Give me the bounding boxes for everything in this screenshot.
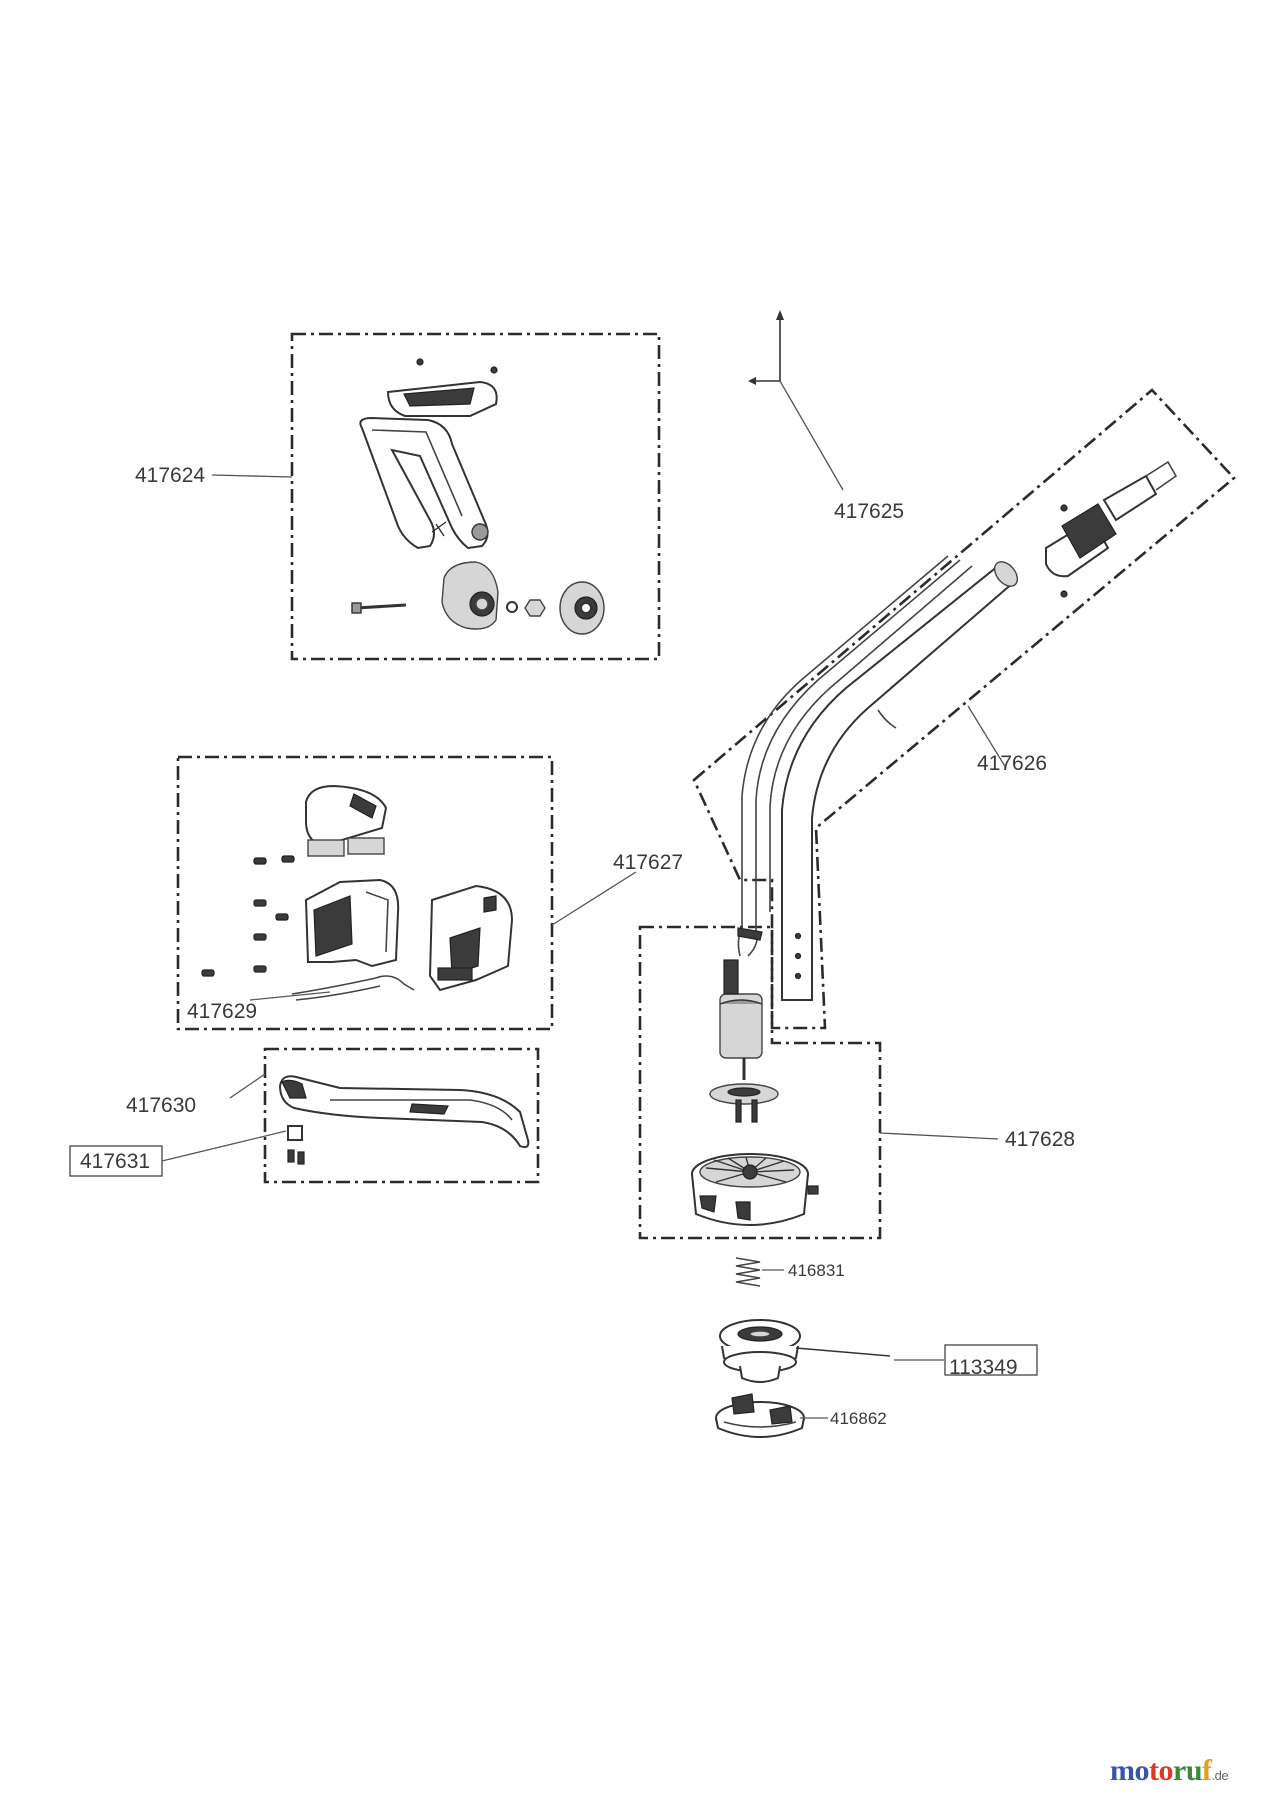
handle-grip-insert	[403, 387, 475, 407]
screw-icon	[1060, 590, 1068, 598]
screw-icon	[287, 1149, 295, 1163]
group-box-417624	[290, 332, 661, 661]
vent-plate-left	[307, 839, 345, 857]
group-417625: 417625	[748, 310, 904, 523]
screw-icon	[253, 965, 267, 973]
group-416831: 416831	[735, 1257, 845, 1287]
bolt-head	[351, 602, 362, 614]
group-417624: 417624	[135, 332, 661, 661]
cable-3	[741, 555, 949, 912]
cover-tab-left	[731, 1393, 755, 1415]
cable-2	[769, 565, 973, 912]
housing-inner	[313, 895, 353, 957]
fan-screw	[807, 1185, 819, 1195]
screw-icon	[416, 358, 424, 366]
housing-switch	[449, 927, 481, 975]
screw-icon	[751, 1099, 758, 1123]
screws-group	[201, 855, 295, 977]
screw-icon	[253, 933, 267, 941]
nut-icon	[524, 599, 546, 617]
leader-417625	[779, 380, 844, 491]
vent-grille	[349, 793, 377, 819]
group-box-417630	[263, 1047, 540, 1184]
screw-icon	[1060, 504, 1068, 512]
part-label-417626: 417626	[977, 752, 1047, 775]
cutting-line	[795, 1347, 891, 1357]
shaft-joint-line	[877, 709, 897, 729]
motor-body	[719, 993, 763, 1059]
part-label-417629: 417629	[187, 1000, 257, 1023]
group-416862: 416862	[715, 1393, 887, 1438]
leader-417629	[249, 991, 331, 1001]
guard-blade	[287, 1125, 303, 1141]
spool-spring	[735, 1257, 761, 1287]
part-label-416862: 416862	[830, 1409, 887, 1428]
handle-knob-mark	[431, 521, 447, 537]
leader-417628	[879, 1132, 999, 1140]
bolt	[355, 603, 407, 610]
housing-spring	[291, 975, 415, 995]
part-label-417628: 417628	[1005, 1128, 1075, 1151]
screw-icon	[253, 857, 267, 865]
part-label-417631: 417631	[80, 1150, 150, 1173]
cover-tab-right	[769, 1405, 793, 1425]
leader-417627	[551, 871, 637, 926]
label-frame-113349	[944, 1344, 1038, 1376]
shaft-end-connector	[1102, 474, 1158, 522]
label-frame-417631	[69, 1145, 163, 1177]
part-label-113349: 113349	[949, 1356, 1018, 1379]
leader-417624	[211, 474, 293, 478]
washer-icon	[506, 601, 518, 613]
part-label-417624: 417624	[135, 464, 205, 487]
vent-plate-right	[347, 837, 385, 855]
screw-icon	[297, 1151, 305, 1165]
arrow-left-icon	[748, 377, 756, 385]
arrow-up-icon	[776, 310, 784, 320]
brand-logo: motoruf.de	[1110, 1754, 1229, 1787]
group-417626: 417626	[692, 388, 1236, 1030]
group-box-417628	[638, 925, 882, 1240]
handle-edge-line	[371, 429, 463, 517]
guard-body	[278, 1075, 530, 1149]
guard-clip	[281, 1079, 307, 1099]
screw-icon	[275, 913, 289, 921]
group-box-417626	[692, 388, 1236, 1030]
part-label-417627: 417627	[613, 851, 683, 874]
leader-417626	[967, 705, 1007, 769]
cable-1	[755, 559, 961, 912]
screw-icon	[281, 855, 295, 863]
part-label-416831: 416831	[788, 1261, 845, 1280]
group-417628: 417628	[638, 912, 1075, 1240]
group-417627: 417627 417629	[176, 755, 683, 1031]
leader-417631	[161, 1130, 287, 1162]
screw-icon	[490, 366, 498, 374]
housing-top-cover	[305, 784, 388, 848]
group-box-417627	[176, 755, 554, 1031]
handle-pivot-knob	[471, 523, 489, 541]
group-417630: 417630 417631	[69, 1047, 540, 1184]
u-handle	[359, 416, 489, 550]
coupler-rib	[1061, 503, 1117, 559]
screw-icon	[735, 1099, 742, 1123]
screw-icon	[253, 899, 267, 907]
screw-icon	[201, 969, 215, 977]
shaft-tube	[781, 564, 1016, 1001]
leader-417630	[229, 1073, 266, 1099]
part-label-417625: 417625	[834, 500, 904, 523]
part-label-417630: 417630	[126, 1094, 196, 1117]
group-113349: 113349	[719, 1319, 1038, 1383]
terminal-block	[737, 927, 763, 941]
